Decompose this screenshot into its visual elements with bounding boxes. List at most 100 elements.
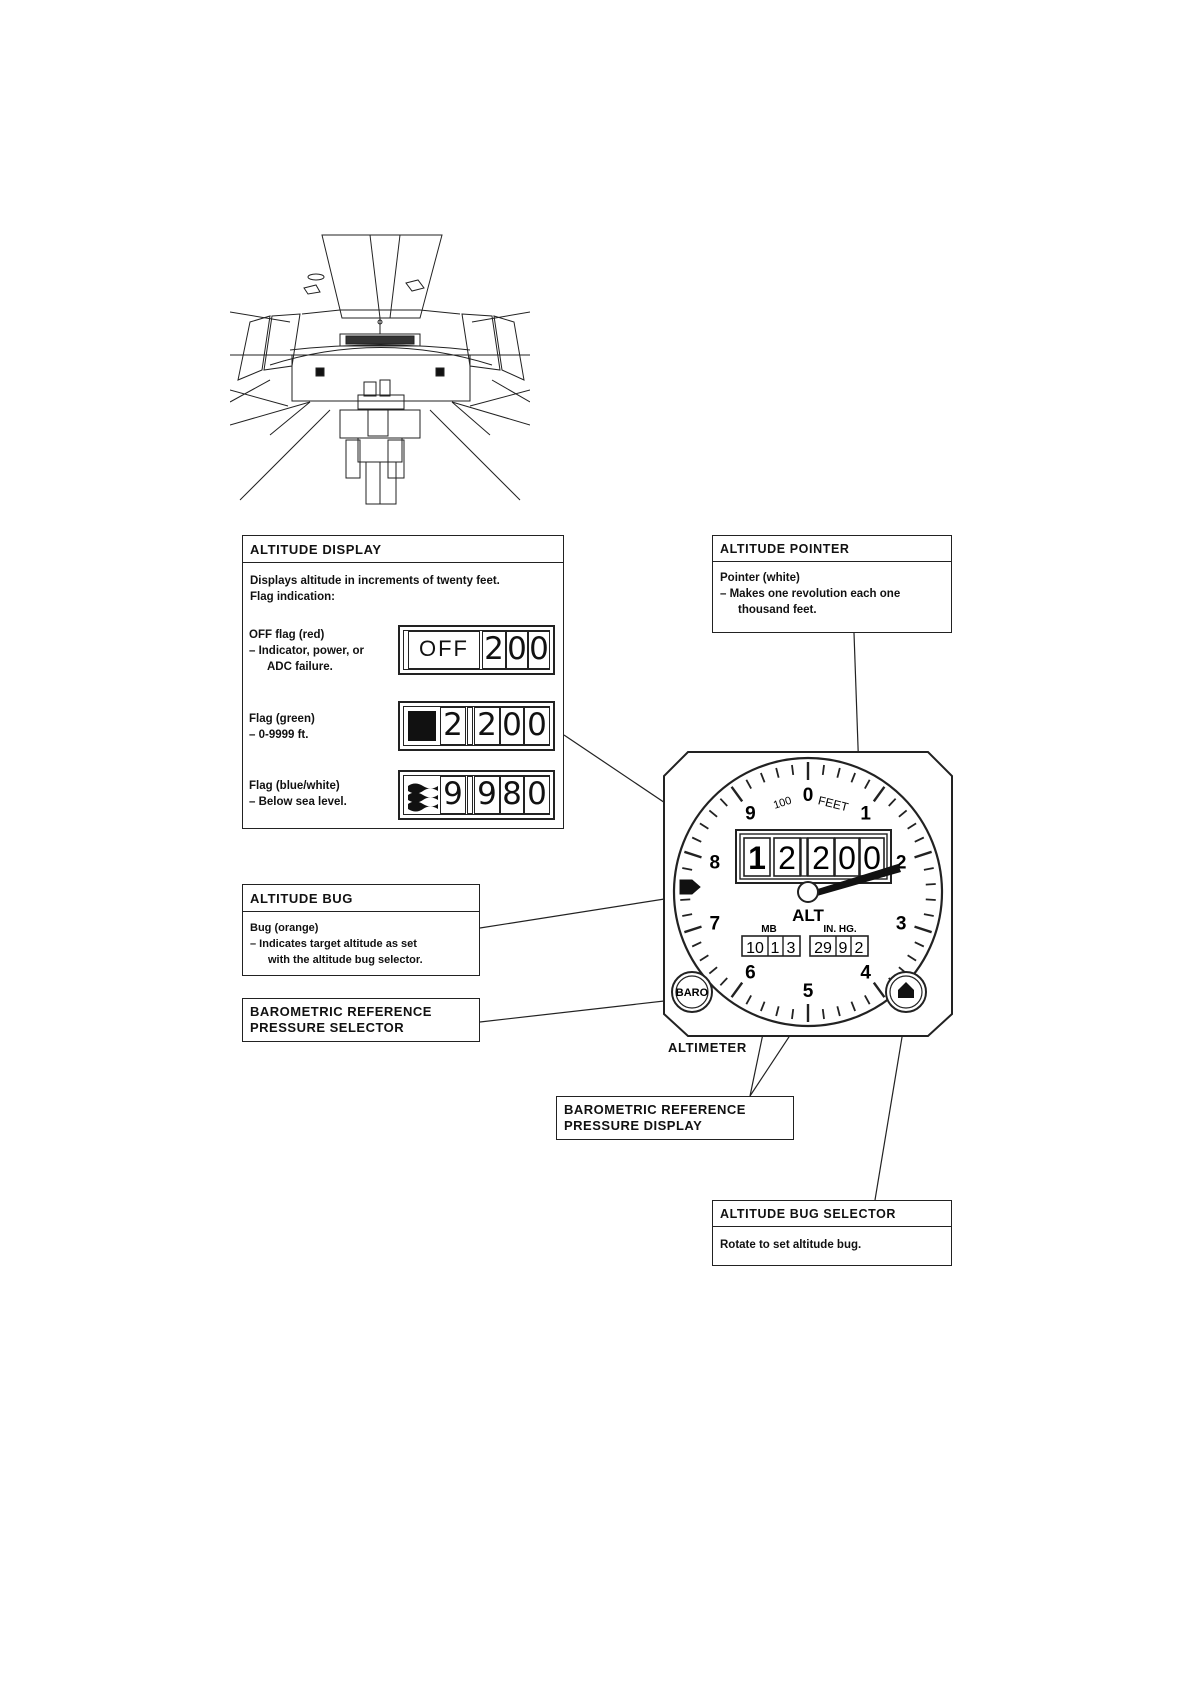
blue-flag-desc: – Below sea level. — [249, 796, 347, 808]
off-counter-digit-1: 2 — [482, 631, 506, 669]
altitude-pointer-line2: – Makes one revolution each one — [720, 588, 901, 600]
main-counter-digit-3: 2 — [812, 840, 830, 876]
leader-altitude-bug — [479, 894, 691, 929]
blue-counter-digit-3: 8 — [500, 776, 524, 814]
mb-label: MB — [761, 924, 777, 935]
dial-tick — [719, 977, 728, 986]
dial-tick — [925, 898, 936, 901]
altitude-bug-box: ALTITUDE BUG Bug (orange) – Indicates ta… — [242, 884, 480, 976]
main-counter-digit-5: 0 — [863, 840, 881, 876]
bug-icon — [898, 982, 914, 998]
cockpit-overview-sketch — [230, 234, 530, 505]
dial-number: 5 — [803, 981, 814, 1002]
dial-tick — [907, 822, 917, 830]
inhg-digits-3: 2 — [855, 940, 864, 957]
inhg-label: IN. HG. — [823, 924, 857, 935]
baro-knob[interactable]: BARO — [671, 971, 713, 1013]
alt-label: ALT — [792, 906, 824, 925]
mb-digits-2: 1 — [771, 940, 780, 957]
dial-tick — [719, 798, 728, 807]
dial-tick — [791, 1008, 795, 1020]
dial-tick — [923, 913, 934, 917]
main-counter-digit-2: 2 — [778, 840, 796, 876]
dial-tick — [730, 981, 744, 998]
dial-tick — [730, 786, 744, 803]
dial-tick — [914, 850, 933, 859]
dial-tick — [745, 994, 752, 1005]
dial-tick — [708, 809, 718, 818]
altitude-pointer — [797, 864, 901, 903]
altitude-bug-line2: – Indicates target altitude as set — [250, 938, 417, 950]
dial-tick — [708, 966, 718, 975]
blue-white-flag-indicator — [408, 780, 438, 812]
leader-baro-selector — [479, 999, 674, 1023]
main-counter-digit-1: 1 — [748, 840, 766, 876]
dial-number: 7 — [710, 913, 721, 934]
green-counter-digit-1: 2 — [440, 707, 466, 745]
leader-bug-selector — [874, 1012, 907, 1201]
blue-flag-title: Flag (blue/white) — [249, 780, 340, 792]
off-counter-digit-3: 0 — [528, 631, 550, 669]
dial-tick — [691, 836, 702, 843]
bug-selector-title: ALTITUDE BUG SELECTOR — [713, 1201, 951, 1227]
inhg-digits-2: 9 — [839, 940, 848, 957]
green-flag-desc: – 0-9999 ft. — [249, 729, 309, 741]
off-counter-digit-2: 0 — [506, 631, 528, 669]
dial-tick — [898, 809, 908, 818]
baro-selector-box: BAROMETRIC REFERENCE PRESSURE SELECTOR — [242, 998, 480, 1042]
dial-tick — [682, 913, 693, 917]
altitude-display-title: ALTITUDE DISPLAY — [243, 536, 563, 563]
baro-selector-title-1: BAROMETRIC REFERENCE — [250, 1004, 432, 1019]
green-counter-digit-2: 2 — [474, 707, 500, 745]
dial-number: 8 — [710, 853, 721, 874]
dial-tick — [683, 925, 702, 934]
dial-tick — [923, 867, 934, 871]
main-counter-digit-4: 0 — [838, 840, 856, 876]
dial-tick — [775, 1006, 780, 1017]
dial-number: 4 — [860, 962, 871, 983]
scale-label-100: 100 — [772, 795, 793, 812]
dial-tick — [745, 779, 752, 790]
dial-tick — [683, 850, 702, 859]
dial-tick — [850, 772, 856, 783]
altitude-pointer-line1: Pointer (white) — [720, 572, 800, 584]
dial-tick — [821, 1008, 825, 1020]
altitude-bug-line3: with the altitude bug selector. — [268, 954, 423, 966]
dial-tick — [907, 954, 917, 962]
dial-ticks — [680, 762, 936, 1022]
dial-tick — [864, 779, 871, 790]
off-flag-desc-1: – Indicator, power, or — [249, 645, 365, 657]
dial-number: 0 — [803, 785, 814, 806]
dial-tick — [775, 767, 780, 778]
baro-display-title-2: PRESSURE DISPLAY — [564, 1118, 703, 1133]
baro-selector-title-2: PRESSURE SELECTOR — [250, 1020, 405, 1035]
dial-tick — [888, 798, 897, 807]
altitude-pointer-box: ALTITUDE POINTER Pointer (white) – Makes… — [712, 535, 952, 633]
off-flag-window: OFF — [408, 631, 480, 669]
altitude-bug-title: ALTITUDE BUG — [243, 885, 479, 912]
blue-counter-digit-4: 0 — [524, 776, 550, 814]
thousands-comma — [467, 707, 473, 745]
inhg-readout: 29 9 2 — [809, 935, 869, 957]
off-flag-title: OFF flag (red) — [249, 629, 325, 641]
dial-tick — [760, 772, 766, 783]
altimeter-caption: ALTIMETER — [668, 1040, 747, 1055]
baro-display-title-1: BAROMETRIC REFERENCE — [564, 1102, 746, 1117]
green-counter-digit-4: 0 — [524, 707, 550, 745]
dial-tick — [680, 898, 691, 901]
altitude-display-line2: Flag indication: — [250, 591, 335, 603]
dial-number: 9 — [745, 804, 756, 825]
dial-tick — [691, 941, 702, 948]
blue-counter-digit-2: 9 — [474, 776, 500, 814]
dial-tick — [821, 764, 825, 776]
dial-tick — [850, 1001, 856, 1012]
dial-number: 1 — [860, 804, 871, 825]
dial-tick — [836, 767, 841, 778]
dial-tick — [864, 994, 871, 1005]
bug-selector-box: ALTITUDE BUG SELECTOR Rotate to set alti… — [712, 1200, 952, 1266]
inhg-digits-1: 29 — [814, 940, 832, 957]
baro-knob-label: BARO — [676, 987, 709, 999]
altitude-bug-selector-knob[interactable] — [885, 971, 927, 1013]
